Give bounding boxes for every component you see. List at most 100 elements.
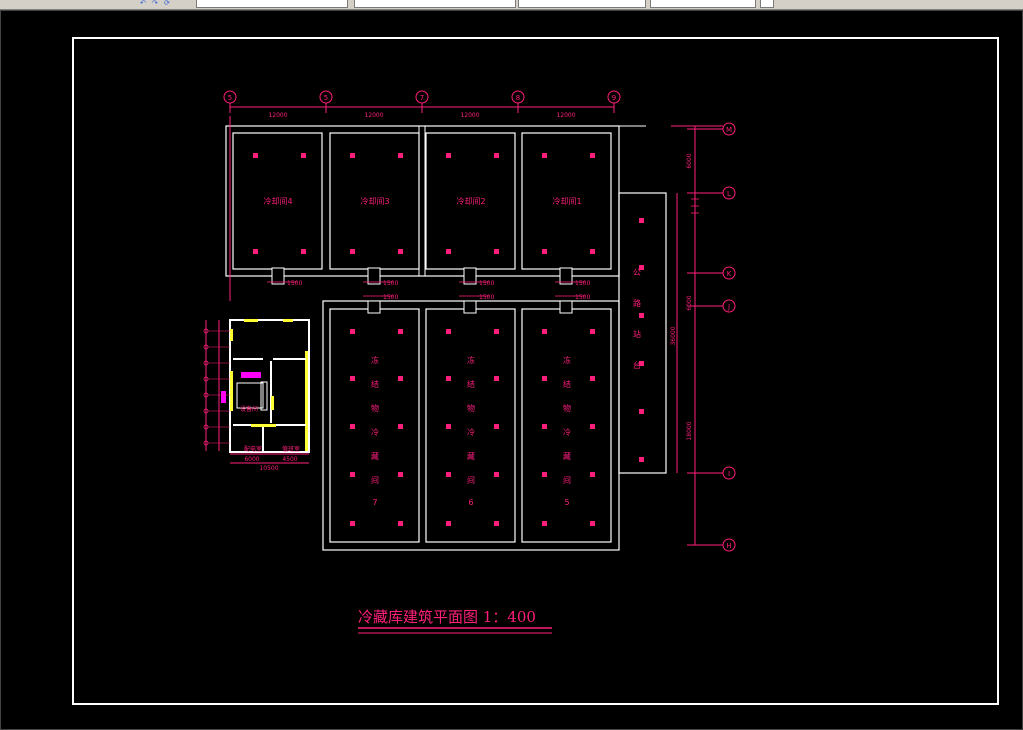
column-marker	[350, 472, 355, 477]
column-marker	[590, 472, 595, 477]
grid-bubble-right	[722, 266, 736, 280]
room-label-frozen: 冻	[563, 355, 571, 365]
column-marker	[590, 521, 595, 526]
column-marker	[398, 424, 403, 429]
room-label-frozen: 藏	[371, 451, 379, 461]
redo-icon[interactable]: ↷	[152, 0, 158, 7]
column-marker	[446, 472, 451, 477]
door-dim-label: 1500	[575, 280, 590, 287]
column-marker	[398, 376, 403, 381]
grid-label-right: M	[726, 126, 732, 134]
grid-label-top: 5	[228, 94, 232, 102]
column-marker	[301, 249, 306, 254]
room-label-frozen: 物	[563, 403, 571, 413]
dim-label-top: 12000	[268, 112, 287, 119]
column-marker	[398, 153, 403, 158]
room-label-frozen: 冷	[563, 427, 571, 437]
column-marker	[350, 249, 355, 254]
toolbar-field-2[interactable]	[354, 0, 516, 8]
column-marker	[446, 329, 451, 334]
column-marker	[253, 153, 258, 158]
dim-label-right: 18000	[686, 421, 693, 440]
column-marker	[542, 472, 547, 477]
lower-block-outline	[322, 300, 620, 551]
grid-label-top: 8	[516, 94, 520, 102]
column-marker	[350, 376, 355, 381]
platform-label: 公	[633, 268, 641, 277]
toolbar: ↶ ↷ ⟳	[0, 0, 1023, 10]
column-marker	[494, 249, 499, 254]
annex-room-label: 配电室	[244, 445, 262, 453]
room-label-frozen: 间	[467, 476, 475, 485]
dim-label-top: 12000	[460, 112, 479, 119]
column-marker	[639, 218, 644, 223]
undo-icon[interactable]: ↶	[140, 0, 146, 7]
platform-label: 站	[633, 329, 641, 339]
column-marker	[494, 472, 499, 477]
column-marker	[542, 329, 547, 334]
column-marker	[590, 329, 595, 334]
refresh-icon[interactable]: ⟳	[164, 0, 170, 7]
door-dim-label: 1500	[383, 294, 398, 301]
grid-label-right: K	[727, 270, 732, 278]
dim-label-right: 6000	[686, 295, 693, 310]
column-marker	[639, 409, 644, 414]
room-number: 5	[564, 498, 569, 507]
annex-room-label: 设备间	[240, 405, 258, 413]
room-label-frozen: 结	[467, 379, 475, 389]
grid-bubble-right	[722, 466, 736, 480]
column-marker	[446, 376, 451, 381]
column-marker	[494, 376, 499, 381]
toolbar-field-1[interactable]	[196, 0, 348, 8]
grid-bubble-right	[722, 538, 736, 552]
room-label-frozen: 结	[371, 379, 379, 389]
room-label-frozen: 冻	[467, 355, 475, 365]
grid-bubble-right	[722, 122, 736, 136]
column-marker	[494, 521, 499, 526]
column-marker	[446, 521, 451, 526]
room-label-cooling: 冷却间2	[456, 196, 485, 206]
column-marker	[639, 265, 644, 270]
column-marker	[494, 329, 499, 334]
column-marker	[542, 521, 547, 526]
annex-dim-label: 4500	[282, 456, 297, 463]
column-marker	[398, 329, 403, 334]
dim-label-top: 12000	[364, 112, 383, 119]
grid-bubble-right	[722, 299, 736, 313]
column-marker	[494, 153, 499, 158]
room-label-frozen: 间	[563, 476, 571, 485]
column-marker	[446, 153, 451, 158]
toolbar-field-4[interactable]	[650, 0, 756, 8]
grid-label-top: 5	[324, 94, 328, 102]
grid-label-top: 9	[612, 94, 616, 102]
frozen-storage-room	[521, 308, 612, 543]
room-label-frozen: 间	[371, 476, 379, 485]
room-number: 6	[468, 498, 473, 507]
room-label-frozen: 物	[371, 403, 379, 413]
toolbar-field-5[interactable]	[760, 0, 774, 8]
door-opening	[367, 300, 381, 314]
door-dim-label: 1500	[383, 280, 398, 287]
room-label-frozen: 结	[563, 379, 571, 389]
column-marker	[639, 457, 644, 462]
toolbar-field-3[interactable]	[518, 0, 646, 8]
door-dim-label: 1500	[287, 280, 302, 287]
room-label-frozen: 物	[467, 403, 475, 413]
platform-label: 路	[633, 298, 641, 308]
dim-label-right: 6000	[686, 153, 693, 168]
column-marker	[590, 249, 595, 254]
annex-room-label: 值班室	[282, 445, 300, 453]
grid-bubble-right	[722, 186, 736, 200]
frozen-storage-room	[329, 308, 420, 543]
column-marker	[542, 424, 547, 429]
column-marker	[542, 376, 547, 381]
column-marker	[398, 249, 403, 254]
room-number: 7	[372, 498, 377, 507]
column-marker	[398, 521, 403, 526]
column-marker	[446, 249, 451, 254]
column-marker	[350, 329, 355, 334]
column-marker	[639, 361, 644, 366]
drawing-title: 冷藏库建筑平面图 1：400	[358, 608, 536, 626]
